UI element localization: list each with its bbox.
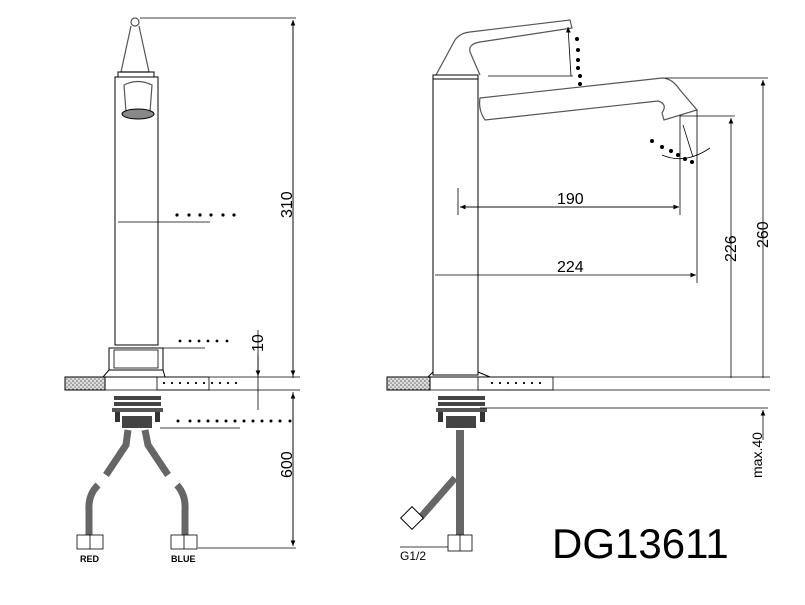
thread-label: G1/2: [400, 549, 426, 563]
supply-hoses: [76, 429, 198, 550]
countertop-section: [386, 376, 431, 391]
faucet-body-front: [114, 76, 159, 346]
dimension-hose-600: 600: [279, 451, 296, 478]
side-view: 190 224 226 260 max.40: [386, 19, 772, 563]
dotted-marker: [575, 37, 694, 164]
mounting-nut-side: [436, 396, 487, 428]
dotted-marker: [178, 339, 229, 343]
dimension-reach-190: 190: [557, 191, 584, 208]
dimension-max-40: max.40: [749, 432, 765, 478]
dotted-marker: [176, 419, 292, 423]
dimension-height-226: 226: [723, 235, 740, 262]
spout-side: [478, 77, 699, 121]
hose-label-red: RED: [80, 554, 100, 564]
dimension-height-310: 310: [279, 191, 296, 218]
aerator-icon: [121, 80, 155, 120]
dimension-reach-224: 224: [557, 259, 584, 276]
faucet-lever-front: [117, 17, 155, 78]
model-code: DG13611: [552, 520, 729, 567]
dotted-marker: [162, 381, 238, 385]
supply-hoses-side: [399, 430, 473, 552]
hose-label-blue: BLUE: [171, 554, 196, 564]
dimension-10: 10: [250, 334, 267, 352]
countertop-section: [64, 376, 106, 391]
base-flange-front: [108, 347, 164, 371]
front-view: RED BLUE 310 10 600: [64, 17, 300, 564]
mounting-nut-front: [112, 396, 163, 428]
dotted-marker: [175, 213, 236, 217]
faucet-lever-side: [432, 19, 573, 80]
dimension-height-260: 260: [755, 221, 772, 248]
dotted-marker: [490, 381, 542, 385]
faucet-body-side: [432, 78, 479, 376]
